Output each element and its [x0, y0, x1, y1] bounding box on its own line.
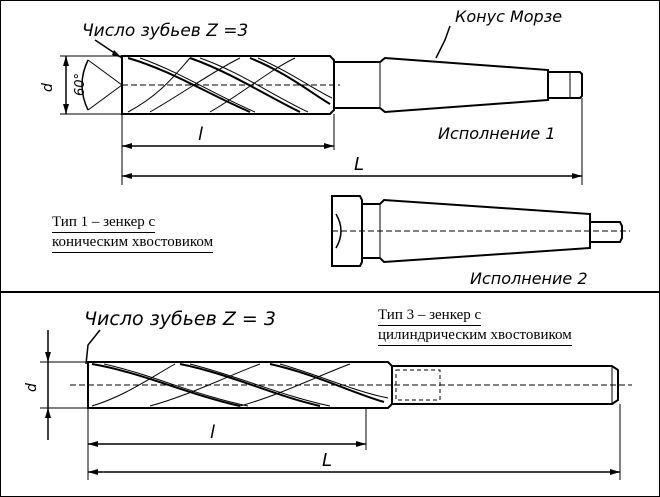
flute-line: [249, 57, 331, 105]
flute-line: [127, 57, 251, 113]
flute-line: [269, 363, 385, 403]
cylindrical-shank: [392, 365, 619, 405]
variant2-tang: [590, 221, 623, 243]
dim-d-label: d: [40, 83, 56, 92]
type1-caption-line1: Тип 1 – зенкер с: [52, 213, 156, 233]
neck-hidden-line: [395, 369, 441, 401]
morse-taper-shank: [334, 56, 549, 114]
countersink-type3-drawing: [40, 329, 632, 480]
dim-L-label: L: [322, 450, 332, 471]
countersink-type1-drawing: [60, 25, 583, 185]
dim-l-label: l: [210, 422, 215, 443]
morse-taper-label: Конус Морзе: [455, 7, 562, 26]
variant2-taper: [362, 198, 591, 264]
variant2-drawing: [331, 195, 630, 267]
type1-caption: Тип 1 – зенкер с коническим хвостовиком: [52, 213, 214, 253]
variant1-label: Исполнение 1: [438, 124, 556, 143]
type3-arrowheads: [45, 352, 620, 475]
type3-caption: Тип 3 – зенкер с цилиндрическим хвостови…: [378, 306, 572, 346]
type3-caption-line1: Тип 3 – зенкер с: [378, 306, 482, 326]
tang: [548, 71, 583, 99]
variant2-label: Исполнение 2: [470, 269, 588, 288]
dim-L-label: L: [354, 154, 364, 175]
angle-label: 60°: [73, 73, 88, 96]
dim-l-label: l: [198, 124, 203, 145]
teeth-count-label: Число зубьев Z = 3: [84, 308, 276, 330]
flute-line: [91, 363, 241, 407]
type3-caption-line2: цилиндрическим хвостовиком: [378, 326, 572, 346]
type1-arrowheads: [63, 50, 582, 179]
teeth-leader: [85, 329, 101, 365]
taper-leader: [435, 25, 451, 59]
dim-d-label: d: [24, 383, 40, 392]
type1-caption-line2: коническим хвостовиком: [52, 233, 214, 253]
flute-line: [179, 363, 321, 407]
angle-arc: [81, 59, 89, 111]
section-divider: [0, 291, 660, 293]
variant2-head: [331, 195, 363, 267]
flute-line: [189, 57, 301, 113]
teeth-count-label: Число зубьев Z =3: [82, 21, 248, 41]
